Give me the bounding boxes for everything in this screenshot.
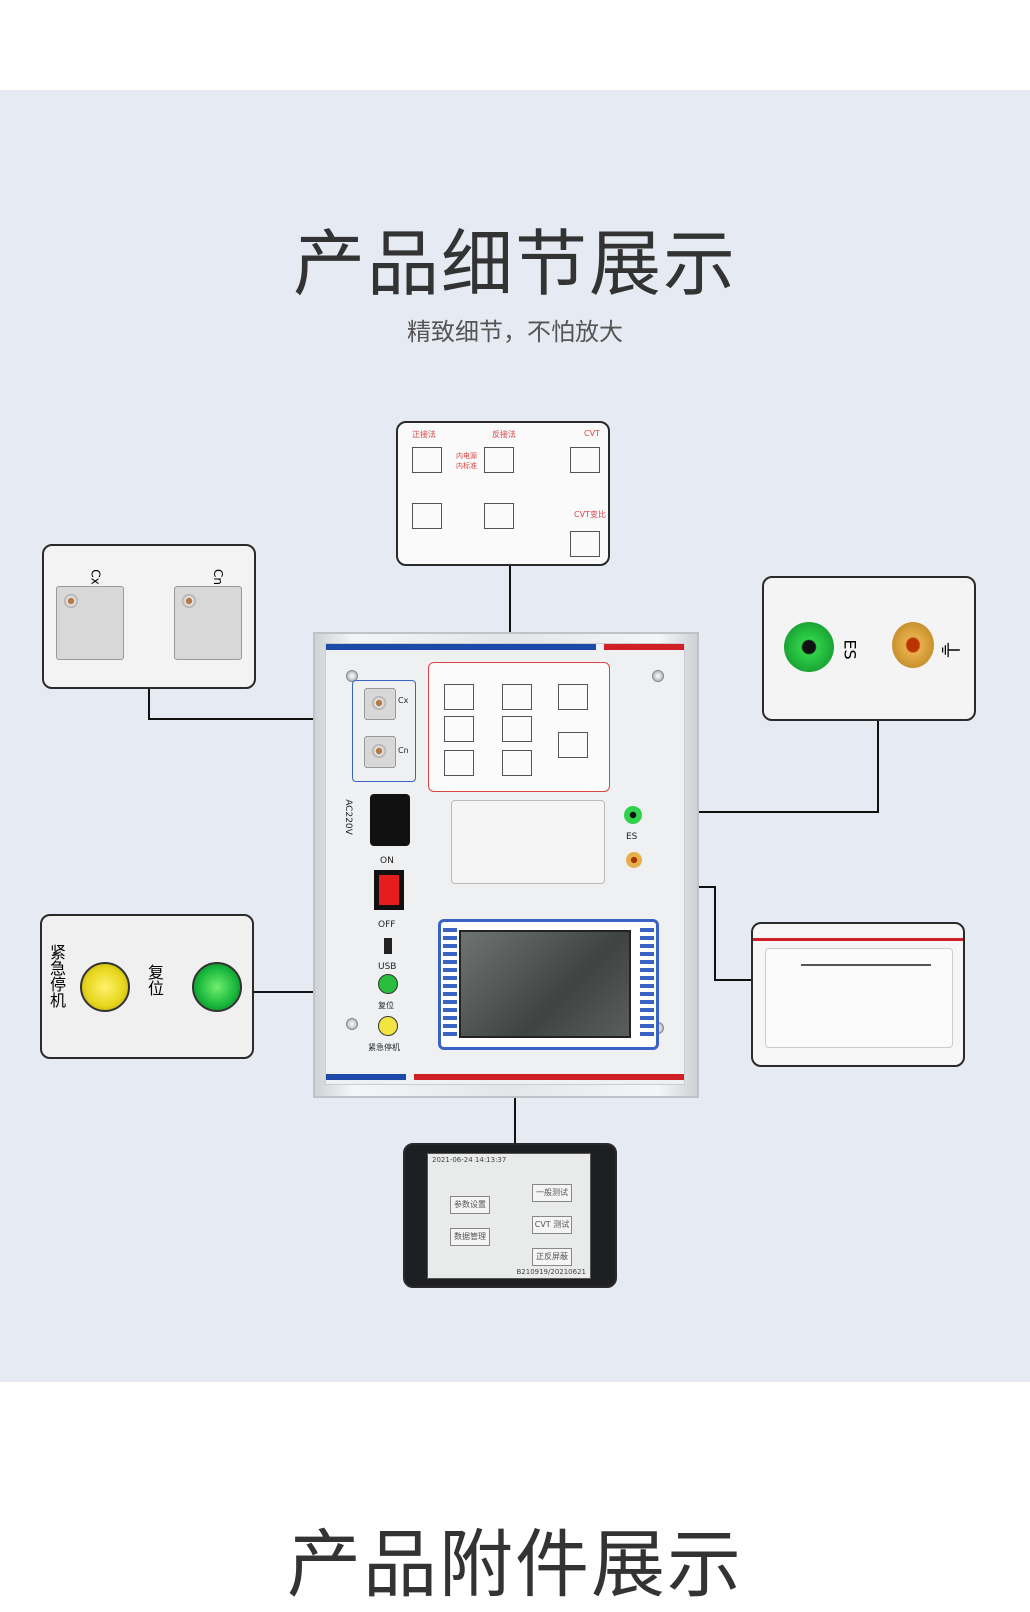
power-label: AC220V — [342, 799, 353, 835]
diagram-circuit — [412, 503, 442, 529]
reset-label: 复位 — [145, 964, 164, 996]
power-socket[interactable] — [370, 794, 410, 846]
off-label: OFF — [378, 920, 396, 930]
diagram-circuit — [484, 503, 514, 529]
screw-icon — [652, 670, 664, 682]
estop-button-small[interactable] — [378, 1016, 398, 1036]
device-lcd[interactable] — [459, 930, 631, 1038]
es-terminal[interactable] — [624, 806, 642, 824]
ground-terminal[interactable] — [626, 852, 642, 868]
screen-button-general[interactable]: 一般测试 — [532, 1184, 572, 1202]
diagram-circuit — [502, 750, 532, 776]
detail-buttons-box: 紧急停机 复位 — [40, 914, 254, 1059]
ground-symbol: ⏚ — [936, 638, 962, 662]
bottom-red-stripe — [414, 1074, 684, 1080]
power-switch[interactable] — [374, 870, 404, 910]
estop-label-small: 紧急停机 — [368, 1043, 400, 1052]
leader-line — [714, 886, 716, 981]
detail-printer-box — [751, 922, 965, 1067]
usb-port-icon[interactable] — [384, 938, 392, 954]
cn-connector[interactable] — [364, 736, 396, 768]
reset-button-small[interactable] — [378, 974, 398, 994]
estop-label: 紧急停机 — [47, 944, 66, 1008]
screen-datetime: 2021-06-24 14:13:37 — [432, 1156, 507, 1164]
cn-connector-icon — [174, 586, 242, 660]
diagram-circuit — [502, 684, 532, 710]
diagram-circuit — [444, 684, 474, 710]
diagram-label-forward: 正接法 — [412, 430, 436, 439]
device-face: Cx Cn AC220V ON OFF USB 复位 紧急停机 ES — [325, 643, 685, 1085]
screw-icon — [346, 1018, 358, 1030]
screen-button-param[interactable]: 参数设置 — [450, 1196, 490, 1214]
diagram-circuit — [570, 447, 600, 473]
lcd-display: 2021-06-24 14:13:37 参数设置 数据管理 一般测试 CVT 测… — [427, 1153, 591, 1279]
diagram-label-internal-power: 内电源 — [456, 452, 477, 460]
diagram-label-cvt-ratio: CVT变比 — [574, 510, 606, 519]
screen-button-cvt[interactable]: CVT 测试 — [532, 1216, 572, 1234]
cx-label: Cx — [88, 569, 103, 585]
device-screen-frame — [438, 919, 659, 1050]
section-subtitle: 精致细节，不怕放大 — [407, 318, 623, 346]
leader-line — [252, 991, 364, 993]
screen-stripes-right — [640, 928, 654, 1038]
diagram-circuit — [558, 732, 588, 758]
detail-diagram-box: 正接法 反接法 CVT 内电源 内标准 CVT变比 — [396, 421, 610, 566]
cn-label-small: Cn — [398, 746, 409, 755]
leader-line — [632, 811, 879, 813]
usb-label: USB — [378, 962, 397, 972]
diagram-circuit — [570, 531, 600, 557]
ground-terminal-icon — [892, 622, 934, 668]
section-title: 产品细节展示 — [292, 222, 737, 306]
printer-paper-slot — [801, 964, 931, 966]
es-label-small: ES — [626, 832, 638, 842]
top-red-stripe — [604, 644, 684, 650]
printer-body — [765, 948, 953, 1048]
es-label: ES — [840, 639, 860, 660]
leader-line — [148, 718, 362, 720]
diagram-circuit — [412, 447, 442, 473]
cn-label: Cn — [210, 569, 225, 585]
device-front-panel: Cx Cn AC220V ON OFF USB 复位 紧急停机 ES — [313, 632, 699, 1098]
connector-panel — [352, 680, 416, 782]
diagram-label-reverse: 反接法 — [492, 430, 516, 439]
cx-label-small: Cx — [398, 696, 409, 705]
screen-version: B210919/20210621 — [516, 1268, 586, 1276]
screen-stripes-left — [443, 928, 457, 1038]
leader-line — [714, 979, 752, 981]
printer-red-strip — [753, 938, 963, 941]
leader-line — [148, 686, 150, 720]
leader-line — [877, 718, 879, 812]
estop-button[interactable] — [80, 962, 130, 1012]
es-terminal-icon — [784, 622, 834, 672]
screen-button-data[interactable]: 数据管理 — [450, 1228, 490, 1246]
cx-connector-icon — [56, 586, 124, 660]
diagram-circuit — [558, 684, 588, 710]
detail-terminals-box: ES ⏚ — [762, 576, 976, 721]
detail-screen-box: 2021-06-24 14:13:37 参数设置 数据管理 一般测试 CVT 测… — [403, 1143, 617, 1288]
reset-button[interactable] — [192, 962, 242, 1012]
on-label: ON — [380, 856, 394, 866]
diagram-label-internal-standard: 内标准 — [456, 462, 477, 470]
diagram-circuit — [484, 447, 514, 473]
diagram-circuit — [444, 716, 474, 742]
diagram-panel — [428, 662, 610, 792]
cx-connector[interactable] — [364, 688, 396, 720]
diagram-label-cvt: CVT — [584, 429, 600, 438]
detail-connectors-box: Cx Cn — [42, 544, 256, 689]
screen-button-shield[interactable]: 正反屏蔽 — [532, 1248, 572, 1266]
printer[interactable] — [451, 800, 605, 884]
diagram-circuit — [502, 716, 532, 742]
diagram-circuit — [444, 750, 474, 776]
reset-label-small: 复位 — [378, 1001, 394, 1010]
top-blue-stripe — [326, 644, 596, 650]
accessories-title: 产品附件展示 — [287, 1522, 743, 1608]
bottom-blue-stripe — [326, 1074, 406, 1080]
